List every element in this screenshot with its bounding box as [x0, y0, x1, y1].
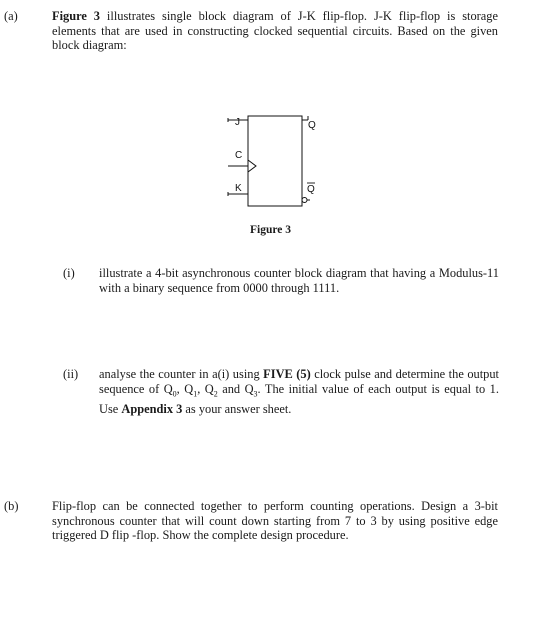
- part-a-ii-text: analyse the counter in a(i) using FIVE (…: [99, 367, 499, 416]
- flipflop-body: [247, 115, 303, 207]
- qbar-bubble: [301, 197, 308, 203]
- pin-qbar-label: Q: [307, 184, 315, 195]
- part-a-ii-label: (ii): [63, 367, 79, 381]
- figure-caption: Figure 3: [250, 224, 291, 236]
- clock-triangle: [247, 159, 257, 173]
- pin-c-label: C: [235, 150, 242, 161]
- part-b-label: (b): [4, 499, 19, 513]
- part-a-i-text: illustrate a 4-bit asynchronous counter …: [99, 266, 499, 295]
- pin-q-label: Q: [308, 120, 316, 131]
- part-a-i-label: (i): [63, 266, 75, 280]
- figure-reference: Figure 3: [52, 9, 100, 23]
- part-b-text: Flip-flop can be connected together to p…: [52, 499, 498, 543]
- pin-j-label: J: [235, 117, 240, 128]
- jk-flipflop-diagram: J C K Q Q: [227, 115, 316, 207]
- pin-k-label: K: [235, 183, 242, 194]
- part-a-intro-text: illustrates single block diagram of J-K …: [52, 9, 498, 53]
- part-a-label: (a): [4, 9, 18, 23]
- part-a-intro: Figure 3 illustrates single block diagra…: [52, 9, 498, 53]
